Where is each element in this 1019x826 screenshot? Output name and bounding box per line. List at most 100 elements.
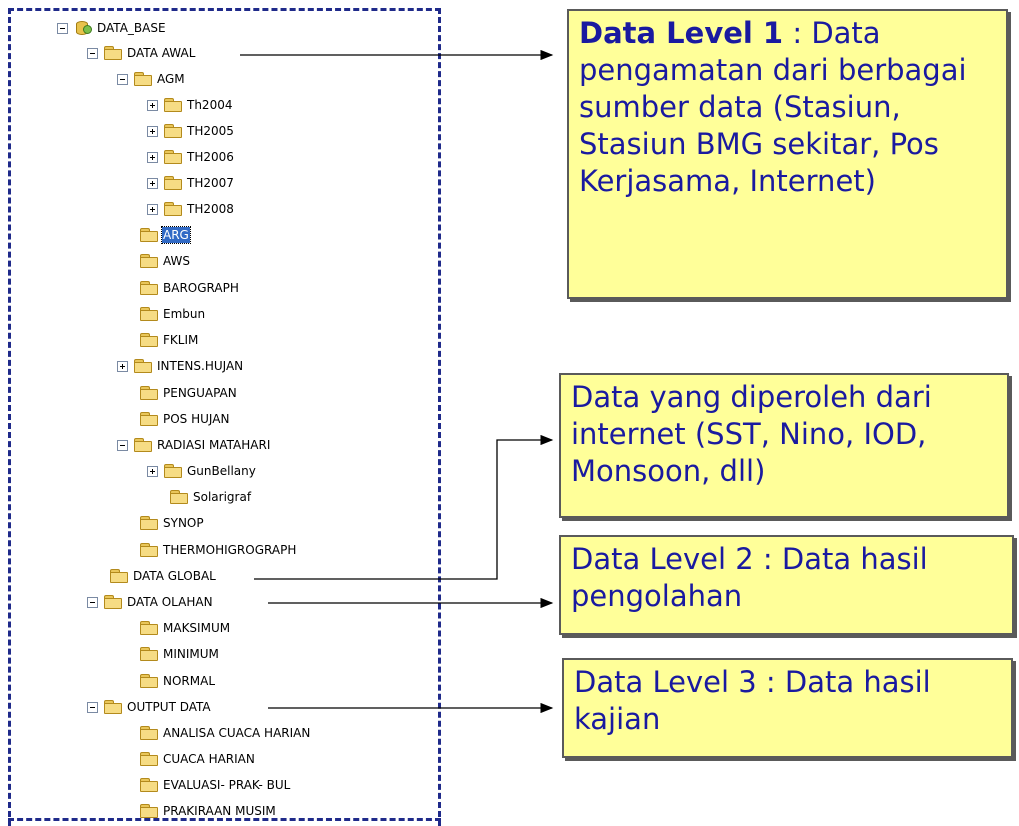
tree-node-analisa-cuaca-harian[interactable]: ANALISA CUACA HARIAN: [140, 722, 311, 744]
expand-toggle[interactable]: [147, 151, 158, 163]
folder-icon: [140, 307, 158, 321]
callout-text: Data yang diperoleh dari internet (SST, …: [571, 380, 932, 488]
tree-node-label: Embun: [163, 307, 206, 321]
folder-icon: [164, 98, 182, 112]
tree-node-thermohigrograph[interactable]: THERMOHIGROGRAPH: [140, 539, 297, 561]
folder-icon: [110, 569, 128, 583]
folder-icon: [134, 72, 152, 86]
expand-toggle[interactable]: [147, 203, 158, 215]
tree-node-label: DATA GLOBAL: [133, 569, 216, 583]
database-icon: [74, 19, 92, 37]
tree-node-label: INTENS.HUJAN: [157, 359, 244, 373]
tree-node-prakiraan-musim[interactable]: PRAKIRAAN MUSIM: [140, 800, 277, 822]
tree-node-label: NORMAL: [163, 674, 216, 688]
folder-icon: [134, 359, 152, 373]
collapse-toggle[interactable]: [117, 73, 128, 85]
expand-toggle[interactable]: [147, 465, 158, 477]
tree-node-th2005[interactable]: TH2005: [147, 120, 235, 142]
tree-node-label: MAKSIMUM: [163, 621, 231, 635]
callout-text: : Data pengamatan dari berbagai sumber d…: [579, 16, 967, 198]
tree-node-cuaca-harian[interactable]: CUACA HARIAN: [140, 748, 256, 770]
expand-toggle[interactable]: [147, 125, 158, 137]
expand-toggle[interactable]: [117, 360, 128, 372]
tree-node-intens-hujan[interactable]: INTENS.HUJAN: [117, 355, 244, 377]
folder-icon: [140, 804, 158, 818]
tree-node-label: THERMOHIGROGRAPH: [163, 543, 297, 557]
expand-toggle[interactable]: [147, 99, 158, 111]
tree-node-fklim[interactable]: FKLIM: [140, 329, 199, 351]
tree-node-label: DATA OLAHAN: [127, 595, 213, 609]
callout-data-level-2: Data Level 2 : Data hasil pengolahan: [559, 535, 1014, 635]
folder-icon: [140, 726, 158, 740]
folder-icon: [170, 490, 188, 504]
folder-icon: [164, 202, 182, 216]
collapse-toggle[interactable]: [117, 439, 128, 451]
tree-node-label: TH2007: [187, 176, 234, 190]
folder-icon: [164, 176, 182, 190]
tree-node-label: BAROGRAPH: [163, 281, 239, 295]
tree-node-data-olahan[interactable]: DATA OLAHAN: [87, 591, 214, 613]
folder-icon: [140, 281, 158, 295]
tree-node-gunbellany[interactable]: GunBellany: [147, 460, 257, 482]
tree-node-barograph[interactable]: BAROGRAPH: [140, 277, 240, 299]
callout-text: Data Level 2 : Data hasil pengolahan: [571, 542, 928, 613]
tree-node-radiasi-matahari[interactable]: RADIASI MATAHARI: [117, 434, 271, 456]
tree-node-label: GunBellany: [187, 464, 256, 478]
folder-icon: [164, 464, 182, 478]
arrow-data-global: [254, 434, 554, 580]
tree-node-arg[interactable]: ARG: [140, 224, 191, 246]
folder-icon: [104, 700, 122, 714]
callout-title: Data Level 1: [579, 16, 784, 50]
tree-node-label: Solarigraf: [193, 490, 252, 504]
tree-node-label: AWS: [163, 254, 191, 268]
tree-node-agm[interactable]: AGM: [117, 68, 186, 90]
folder-icon: [140, 412, 158, 426]
tree-node-synop[interactable]: SYNOP: [140, 512, 205, 534]
callout-data-level-1: Data Level 1 : Data pengamatan dari berb…: [567, 9, 1008, 299]
callout-data-global: Data yang diperoleh dari internet (SST, …: [559, 373, 1009, 518]
tree-node-minimum[interactable]: MINIMUM: [140, 643, 220, 665]
tree-node-label: DATA_BASE: [97, 21, 166, 35]
tree-node-th2007[interactable]: TH2007: [147, 172, 235, 194]
tree-node-label: POS HUJAN: [163, 412, 230, 426]
tree-node-aws[interactable]: AWS: [140, 250, 191, 272]
tree-node-data-global[interactable]: DATA GLOBAL: [110, 565, 217, 587]
tree-node-label: OUTPUT DATA: [127, 700, 211, 714]
collapse-toggle[interactable]: [87, 701, 98, 713]
folder-icon: [140, 386, 158, 400]
tree-node-output-data[interactable]: OUTPUT DATA: [87, 696, 212, 718]
tree-node-pos-hujan[interactable]: POS HUJAN: [140, 408, 230, 430]
tree-node-root[interactable]: DATA_BASE: [57, 17, 167, 39]
folder-icon: [164, 150, 182, 164]
expand-toggle[interactable]: [147, 177, 158, 189]
callout-data-level-3: Data Level 3 : Data hasil kajian: [562, 658, 1013, 758]
collapse-toggle[interactable]: [87, 47, 98, 59]
tree-node-evaluasi-prak-bul[interactable]: EVALUASI- PRAK- BUL: [140, 774, 291, 796]
tree-node-label: Th2004: [187, 98, 233, 112]
tree-node-th2006[interactable]: TH2006: [147, 146, 235, 168]
tree-node-penguapan[interactable]: PENGUAPAN: [140, 382, 238, 404]
tree-node-th2008[interactable]: TH2008: [147, 198, 235, 220]
tree-node-data-awal[interactable]: DATA AWAL: [87, 42, 196, 64]
tree-node-th2004[interactable]: Th2004: [147, 94, 233, 116]
tree-node-label: SYNOP: [163, 516, 204, 530]
tree-node-label: CUACA HARIAN: [163, 752, 255, 766]
tree-node-maksimum[interactable]: MAKSIMUM: [140, 617, 231, 639]
tree-node-solarigraf[interactable]: Solarigraf: [170, 486, 252, 508]
tree-node-label: PRAKIRAAN MUSIM: [163, 804, 276, 818]
callout-text: Data Level 3 : Data hasil kajian: [574, 665, 931, 736]
collapse-toggle[interactable]: [87, 596, 98, 608]
folder-icon: [140, 516, 158, 530]
folder-icon: [140, 778, 158, 792]
collapse-toggle[interactable]: [57, 22, 68, 34]
folder-icon: [104, 46, 122, 60]
tree-node-normal[interactable]: NORMAL: [140, 670, 216, 692]
tree-panel-border-bottom: [8, 818, 441, 821]
folder-icon: [140, 647, 158, 661]
folder-icon: [134, 438, 152, 452]
tree-node-embun[interactable]: Embun: [140, 303, 206, 325]
tree-node-label: PENGUAPAN: [163, 386, 237, 400]
tree-node-label: TH2008: [187, 202, 234, 216]
folder-icon: [140, 621, 158, 635]
